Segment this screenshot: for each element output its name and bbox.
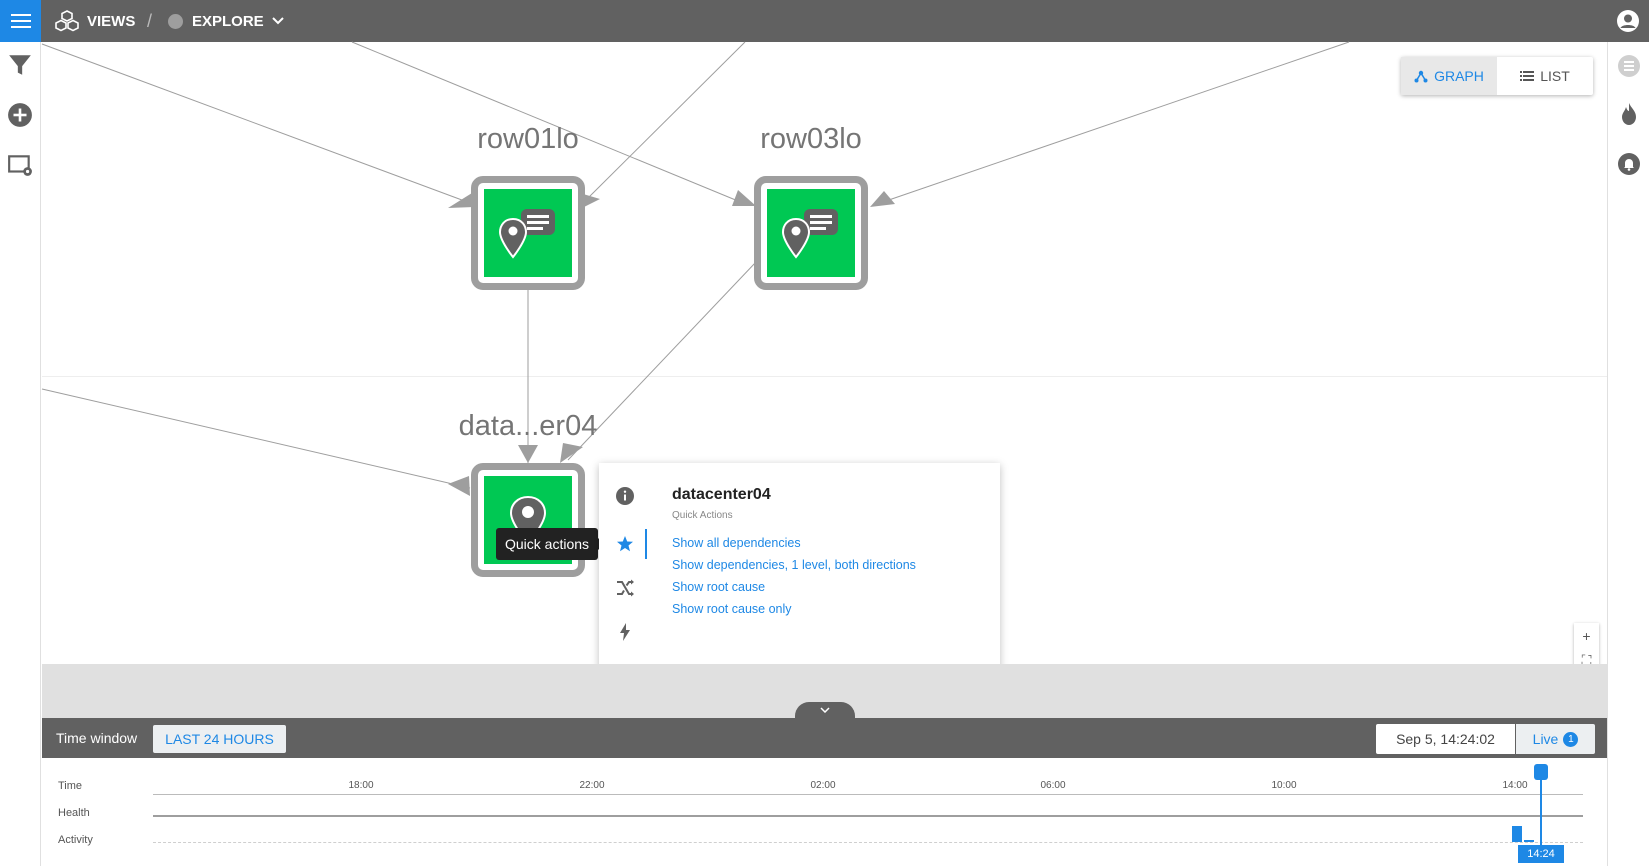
zoom-fit-button[interactable]: ⛶ <box>1581 652 1592 668</box>
timeline-row-label-time: Time <box>58 780 83 792</box>
timeline-row-label-health: Health <box>58 807 90 819</box>
edge <box>879 41 1350 204</box>
view-settings-icon[interactable] <box>7 152 33 178</box>
location-messages-icon <box>498 209 555 259</box>
show-root-cause-only-link[interactable]: Show root cause only <box>672 602 792 616</box>
cubes-icon <box>55 10 79 32</box>
zoom-in-button[interactable]: + <box>1582 627 1591 644</box>
breadcrumb-explore-dropdown[interactable]: EXPLORE <box>168 0 285 42</box>
timeline[interactable]: Time Health Activity 18:00 22:00 02:00 0… <box>42 758 1607 866</box>
time-window-bar: Time window LAST 24 HOURS Sep 5, 14:24:0… <box>42 718 1607 758</box>
list-view-label: LIST <box>1540 68 1570 84</box>
menu-icon <box>10 14 31 28</box>
graph-icon <box>1414 70 1428 83</box>
edge <box>584 41 746 202</box>
activity-bar <box>1524 840 1534 842</box>
edge <box>351 41 739 202</box>
node-status-fill <box>484 189 572 277</box>
edge-arrowhead <box>518 445 538 463</box>
hamburger-menu-button[interactable] <box>0 0 41 42</box>
breadcrumb-views[interactable]: VIEWS <box>55 0 135 42</box>
live-mode-button[interactable]: Live 1 <box>1516 724 1595 754</box>
node-label-row01lo: row01lo <box>477 123 579 155</box>
activity-bar <box>1512 826 1522 842</box>
timeline-now-label: 14:24 <box>1518 845 1564 863</box>
show-dependencies-1-level-link[interactable]: Show dependencies, 1 level, both directi… <box>672 558 916 572</box>
views-label: VIEWS <box>87 12 136 30</box>
timeline-tick: 14:00 <box>1502 780 1528 791</box>
timeline-health-track <box>153 815 1583 817</box>
active-tab-indicator <box>645 529 647 559</box>
quick-actions-panel: datacenter04 Quick Actions Show all depe… <box>599 463 1000 672</box>
layer-divider <box>42 376 1607 377</box>
star-icon[interactable] <box>614 533 636 555</box>
show-root-cause-link[interactable]: Show root cause <box>672 580 766 594</box>
node-row01lo[interactable] <box>471 176 585 290</box>
list-view-button[interactable]: LIST <box>1497 57 1593 95</box>
shuffle-icon[interactable] <box>614 577 636 599</box>
explore-label: EXPLORE <box>192 12 264 30</box>
edge-arrowhead <box>560 443 583 463</box>
live-count-badge: 1 <box>1563 731 1579 747</box>
timeline-tick: 18:00 <box>348 780 374 791</box>
top-bar: VIEWS / EXPLORE <box>0 0 1649 42</box>
view-mode-toggle: GRAPH LIST <box>1401 57 1593 95</box>
breadcrumb-separator: / <box>147 10 153 31</box>
edge <box>567 261 757 461</box>
chevron-down-icon <box>820 707 830 713</box>
node-row03lo[interactable] <box>754 176 868 290</box>
current-datetime[interactable]: Sep 5, 14:24:02 <box>1376 724 1515 754</box>
edge <box>41 388 471 489</box>
timeline-tick: 02:00 <box>810 780 836 791</box>
graph-view-button[interactable]: GRAPH <box>1401 57 1497 95</box>
timeline-tick: 22:00 <box>579 780 605 791</box>
list-details-icon[interactable] <box>1617 54 1641 78</box>
info-icon[interactable] <box>614 485 636 507</box>
flame-icon[interactable] <box>1617 102 1641 126</box>
quick-actions-subtitle: Quick Actions <box>672 510 733 521</box>
node-label-row03lo: row03lo <box>760 123 862 155</box>
time-window-selector[interactable]: LAST 24 HOURS <box>153 725 286 753</box>
edge <box>41 43 471 204</box>
timeline-cursor-handle[interactable] <box>1534 764 1548 780</box>
edge-arrowhead <box>732 190 756 206</box>
notifications-bell-icon[interactable] <box>1617 152 1641 176</box>
quick-actions-title: datacenter04 <box>672 486 771 503</box>
live-label: Live <box>1532 731 1559 747</box>
node-label-datacenter04: data...er04 <box>458 410 598 442</box>
timeline-cursor-line <box>1540 772 1542 848</box>
view-status-dot <box>168 13 183 29</box>
filter-icon[interactable] <box>7 52 33 78</box>
user-account-icon[interactable] <box>1616 9 1640 33</box>
show-all-dependencies-link[interactable]: Show all dependencies <box>672 536 801 550</box>
timeline-tick: 10:00 <box>1271 780 1297 791</box>
add-circle-icon[interactable] <box>7 102 33 128</box>
edge-arrowhead <box>448 193 474 208</box>
left-sidebar <box>0 42 41 866</box>
timeline-tick: 06:00 <box>1040 780 1066 791</box>
lightning-icon[interactable] <box>614 621 636 643</box>
time-window-label: Time window <box>56 730 138 746</box>
graph-view-label: GRAPH <box>1434 68 1484 84</box>
quick-actions-tooltip: Quick actions <box>496 528 605 560</box>
timeline-activity-track <box>153 842 1583 843</box>
right-sidebar <box>1607 42 1649 866</box>
list-icon <box>1520 71 1535 81</box>
collapse-timeline-button[interactable] <box>795 702 855 718</box>
timeline-time-axis <box>153 794 1583 795</box>
edge-arrowhead <box>448 476 470 496</box>
timeline-row-label-activity: Activity <box>58 834 93 846</box>
location-messages-icon <box>781 209 838 259</box>
node-status-fill <box>767 189 855 277</box>
edge-arrowhead <box>870 191 895 207</box>
chevron-down-icon <box>271 17 284 25</box>
